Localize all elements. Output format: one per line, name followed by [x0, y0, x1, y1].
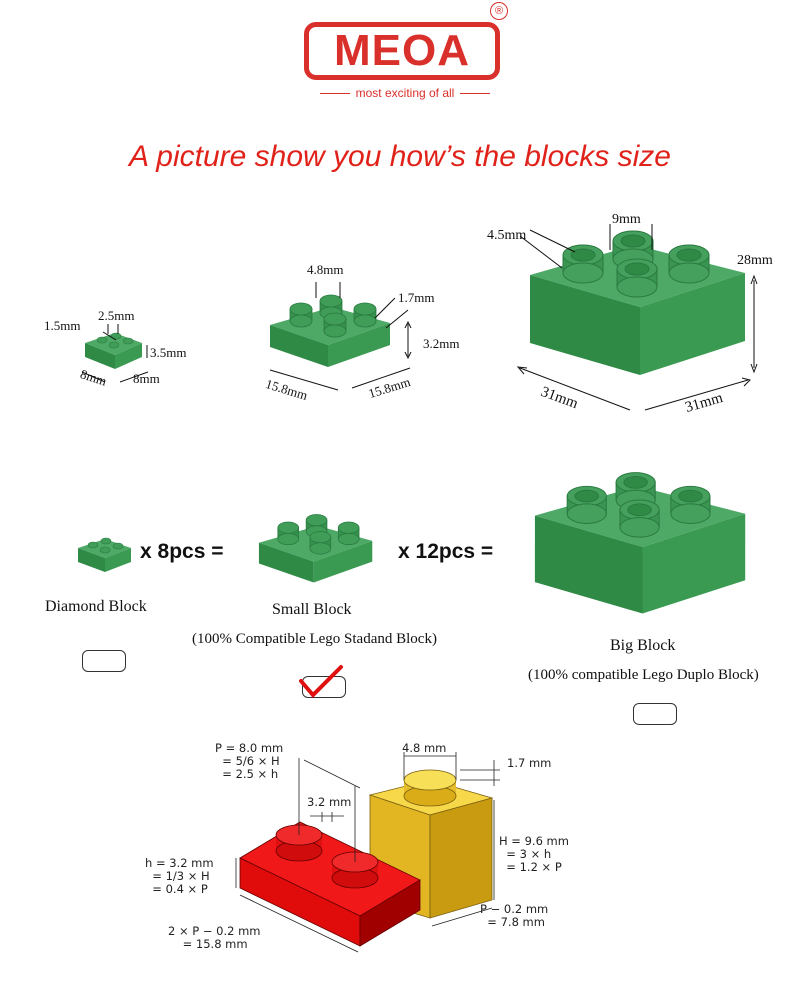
diamond-stud-diameter-label: 2.5mm [98, 308, 135, 323]
big-block-label: Big Block [610, 637, 676, 654]
small-block-label: Small Block [272, 601, 352, 618]
plate-width-label: 2 × P − 0.2 mm = 15.8 mm [168, 924, 261, 951]
diamond-block-top-diagram [85, 332, 142, 369]
brick-width-label: P − 0.2 mm = 7.8 mm [480, 902, 549, 929]
diamond-dim-lines [81, 324, 149, 383]
diamond-block-checkbox[interactable] [82, 650, 126, 672]
registered-mark: ® [490, 2, 508, 20]
diamond-depth-label: 8mm [133, 371, 160, 386]
big-stud-height-label: 4.5mm [487, 228, 527, 243]
big-stud-diameter-label: 9mm [612, 212, 641, 227]
stud-height-label: 1.7 mm [507, 756, 552, 770]
small-block-top-diagram [270, 294, 390, 367]
diamond-block-image [78, 537, 131, 572]
brand-logo: MEOA ® most exciting of all [300, 0, 510, 110]
big-block-image [534, 472, 746, 614]
big-block-top-diagram [530, 230, 745, 375]
diamond-stud-height-label: 1.5mm [44, 318, 81, 333]
page-heading: A picture show you how’s the blocks size [129, 140, 671, 173]
times-8-pcs: x 8pcs = [140, 540, 224, 563]
small-dim-lines [269, 282, 412, 391]
small-block-image [258, 514, 373, 583]
diamond-height-label: 3.5mm [150, 345, 187, 360]
diamond-block-label: Diamond Block [45, 598, 147, 615]
big-height-label: 28mm [737, 253, 773, 268]
small-stud-height-label: 1.7mm [398, 290, 435, 305]
small-block-note: (100% Compatible Lego Stadand Block) [192, 631, 437, 647]
stud-gap-label: 3.2 mm [307, 795, 352, 809]
times-12-pcs: x 12pcs = [398, 540, 494, 563]
big-block-checkbox[interactable] [633, 703, 677, 725]
logo-tagline: most exciting of all [300, 86, 510, 100]
logo-frame [304, 22, 500, 80]
logo-brand-text: MEOA [334, 26, 470, 75]
brick-height-label: H = 9.6 mm = 3 × h = 1.2 × P [499, 834, 569, 874]
big-dim-lines [516, 224, 758, 411]
pitch-dimension-label: P = 8.0 mm = 5/6 × H = 2.5 × h [215, 741, 284, 781]
big-block-note: (100% compatible Lego Duplo Block) [528, 667, 759, 683]
small-stud-diameter-label: 4.8mm [307, 262, 344, 277]
brick-technical-drawing [235, 752, 500, 953]
plate-height-label: h = 3.2 mm = 1/3 × H = 0.4 × P [145, 856, 214, 896]
stud-diameter-label: 4.8 mm [402, 741, 447, 755]
small-block-checkbox[interactable] [299, 665, 346, 698]
checkmark-icon [299, 665, 343, 698]
small-height-label: 3.2mm [423, 336, 460, 351]
